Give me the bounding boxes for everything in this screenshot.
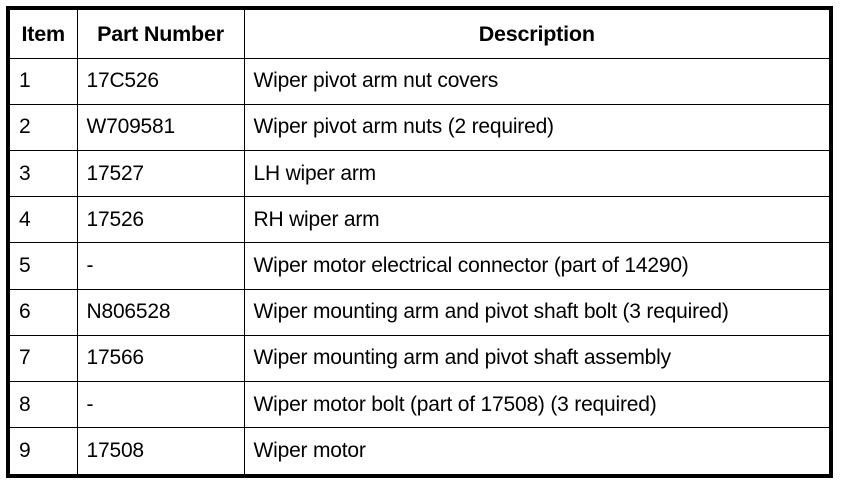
table-body: 1 17C526 Wiper pivot arm nut covers 2 W7…	[10, 57, 829, 474]
cell-description: RH wiper arm	[243, 196, 829, 244]
cell-description-value: Wiper mounting arm and pivot shaft bolt …	[253, 300, 729, 324]
cell-description-value: RH wiper arm	[253, 207, 380, 231]
cell-part-number: 17508	[76, 427, 245, 474]
column-header-item: Item	[10, 10, 78, 59]
cell-description: Wiper mounting arm and pivot shaft assem…	[243, 334, 829, 383]
cell-description: Wiper pivot arm nuts (2 required)	[243, 103, 829, 151]
cell-item: 7	[10, 334, 78, 383]
table-header-row: Item Part Number Description	[10, 10, 829, 59]
cell-description-value: Wiper motor electrical connector (part o…	[253, 253, 689, 277]
cell-part-number-value: N806528	[86, 300, 171, 324]
table-row: 9 17508 Wiper motor	[10, 427, 829, 474]
cell-item-value: 4	[19, 207, 31, 231]
cell-item-value: 2	[19, 115, 31, 139]
cell-part-number: 17566	[76, 334, 245, 383]
cell-description: Wiper motor electrical connector (part o…	[243, 242, 829, 290]
cell-item-value: 3	[19, 161, 31, 185]
cell-part-number-value: -	[86, 253, 94, 277]
cell-part-number-value: -	[86, 392, 94, 416]
cell-item: 3	[10, 149, 78, 198]
cell-description: Wiper mounting arm and pivot shaft bolt …	[243, 288, 829, 336]
column-header-part-number-label: Part Number	[97, 21, 224, 46]
column-header-description-label: Description	[478, 21, 595, 46]
table-row: 1 17C526 Wiper pivot arm nut covers	[10, 57, 829, 105]
table-row: 8 - Wiper motor bolt (part of 17508) (3 …	[10, 381, 829, 429]
column-header-description: Description	[243, 10, 829, 59]
cell-item: 5	[10, 242, 78, 290]
cell-part-number-value: 17508	[86, 439, 145, 463]
table-row: 6 N806528 Wiper mounting arm and pivot s…	[10, 288, 829, 336]
table-row: 3 17527 LH wiper arm	[10, 149, 829, 198]
cell-description-value: LH wiper arm	[253, 161, 377, 185]
cell-part-number: W709581	[76, 103, 245, 151]
cell-part-number-value: 17566	[86, 346, 145, 370]
cell-description: Wiper motor	[243, 427, 829, 474]
cell-part-number-value: 17527	[86, 161, 145, 185]
cell-description-value: Wiper pivot arm nuts (2 required)	[253, 115, 555, 139]
cell-item: 6	[10, 288, 78, 336]
table-header: Item Part Number Description	[10, 10, 829, 59]
cell-description-value: Wiper mounting arm and pivot shaft assem…	[253, 346, 672, 370]
table-row: 7 17566 Wiper mounting arm and pivot sha…	[10, 334, 829, 383]
parts-table-container: Item Part Number Description 1	[6, 6, 833, 478]
cell-item-value: 5	[19, 253, 31, 277]
cell-part-number: -	[76, 381, 245, 429]
parts-table: Item Part Number Description 1	[10, 10, 829, 474]
cell-description-value: Wiper pivot arm nut covers	[253, 69, 499, 93]
cell-part-number-value: W709581	[86, 115, 176, 139]
cell-part-number: N806528	[76, 288, 245, 336]
table-row: 5 - Wiper motor electrical connector (pa…	[10, 242, 829, 290]
cell-description-value: Wiper motor bolt (part of 17508) (3 requ…	[253, 392, 657, 416]
column-header-item-label: Item	[21, 21, 66, 46]
cell-item-value: 7	[19, 346, 31, 370]
cell-description: Wiper motor bolt (part of 17508) (3 requ…	[243, 381, 829, 429]
cell-description: Wiper pivot arm nut covers	[243, 57, 829, 105]
cell-item-value: 9	[19, 439, 31, 463]
cell-part-number-value: 17C526	[86, 69, 160, 93]
cell-part-number: -	[76, 242, 245, 290]
cell-item-value: 8	[19, 392, 31, 416]
cell-description: LH wiper arm	[243, 149, 829, 198]
cell-part-number: 17C526	[76, 57, 245, 105]
column-header-part-number: Part Number	[76, 10, 245, 59]
cell-item-value: 6	[19, 300, 31, 324]
cell-part-number: 17526	[76, 196, 245, 244]
table-row: 2 W709581 Wiper pivot arm nuts (2 requir…	[10, 103, 829, 151]
cell-item: 2	[10, 103, 78, 151]
table-row: 4 17526 RH wiper arm	[10, 196, 829, 244]
cell-item: 4	[10, 196, 78, 244]
cell-part-number-value: 17526	[86, 207, 145, 231]
cell-item-value: 1	[19, 69, 31, 93]
cell-description-value: Wiper motor	[253, 439, 366, 463]
cell-item: 8	[10, 381, 78, 429]
cell-item: 1	[10, 57, 78, 105]
cell-item: 9	[10, 427, 78, 474]
cell-part-number: 17527	[76, 149, 245, 198]
